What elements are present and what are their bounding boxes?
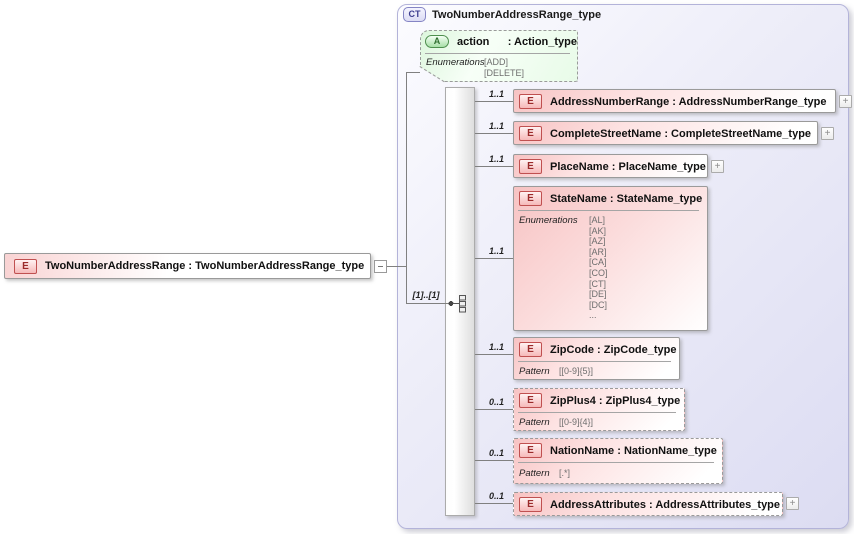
element-icon: E (519, 126, 542, 141)
facet-values: [AL][AK][AZ][AR][CA][CO][CT][DE][DC]... (589, 215, 608, 321)
cardinality-label: 0..1 (488, 397, 504, 407)
element-icon: E (519, 497, 542, 512)
element-label: AddressNumberRange : AddressNumberRange_… (550, 95, 827, 108)
element-completestreetname[interactable]: E CompleteStreetName : CompleteStreetName… (513, 121, 818, 145)
cardinality-label: 0..1 (488, 491, 504, 501)
element-label: ZipCode : ZipCode_type (550, 343, 677, 356)
facet-values: [ADD][DELETE] (484, 57, 525, 78)
element-icon: E (519, 94, 542, 109)
element-label: ZipPlus4 : ZipPlus4_type (550, 394, 681, 407)
element-label: PlaceName : PlaceName_type (550, 160, 706, 173)
divider (518, 462, 714, 463)
attribute-type: : Action_type (507, 35, 577, 48)
attribute-action[interactable]: A action : Action_type Enumerations [ADD… (420, 30, 578, 82)
divider (425, 53, 570, 54)
sequence-icon[interactable] (446, 294, 476, 313)
element-zipcode[interactable]: E ZipCode : ZipCode_type Pattern [[0-9]{5… (513, 337, 680, 380)
collapse-toggle-icon[interactable] (374, 260, 387, 273)
cardinality-label: 1..1 (488, 342, 504, 352)
element-icon: E (519, 191, 542, 206)
divider (518, 361, 671, 362)
expand-button[interactable]: + (839, 95, 852, 108)
root-element[interactable]: E TwoNumberAddressRange : TwoNumberAddre… (4, 253, 371, 279)
divider (518, 210, 699, 211)
cardinality-label: 1..1 (488, 154, 504, 164)
attribute-icon: A (425, 35, 449, 48)
facet-values: [.*] (559, 468, 571, 478)
complex-type-icon: CT (403, 7, 426, 22)
facet-label: Enumerations (519, 215, 578, 226)
element-addressattributes[interactable]: E AddressAttributes : AddressAttributes_t… (513, 492, 783, 516)
facet-values: [[0-9]{4}] (559, 417, 594, 427)
element-addressnumberrange[interactable]: E AddressNumberRange : AddressNumberRange… (513, 89, 836, 113)
cardinality-label: 1..1 (488, 121, 504, 131)
element-icon: E (519, 393, 542, 408)
element-statename[interactable]: E StateName : StateName_type Enumerations… (513, 186, 708, 331)
expand-button[interactable]: + (711, 160, 724, 173)
facet-values: [[0-9]{5}] (559, 366, 594, 376)
element-icon: E (519, 159, 542, 174)
element-placename[interactable]: E PlaceName : PlaceName_type (513, 154, 708, 178)
sequence-cardinality: [1]..[1] (412, 290, 440, 300)
cardinality-label: 1..1 (488, 246, 504, 256)
facet-label: Pattern (519, 468, 550, 479)
expand-button[interactable]: + (821, 127, 834, 140)
expand-button[interactable]: + (786, 497, 799, 510)
element-label: StateName : StateName_type (550, 192, 703, 205)
facet-label: Pattern (519, 417, 550, 428)
element-label: NationName : NationName_type (550, 444, 717, 457)
divider (518, 412, 676, 413)
facet-label: Pattern (519, 366, 550, 377)
element-icon: E (519, 342, 542, 357)
element-zipplus4[interactable]: E ZipPlus4 : ZipPlus4_type Pattern [[0-9]… (513, 388, 685, 431)
attribute-name: action (457, 35, 490, 48)
complex-type-title: TwoNumberAddressRange_type (432, 9, 602, 21)
root-element-label: TwoNumberAddressRange : TwoNumberAddress… (45, 260, 365, 272)
attribute-header: A action : Action_type (421, 31, 577, 52)
element-label: AddressAttributes : AddressAttributes_ty… (550, 498, 781, 511)
element-label: CompleteStreetName : CompleteStreetName_… (550, 127, 812, 140)
cardinality-label: 1..1 (488, 89, 504, 99)
element-icon: E (519, 443, 542, 458)
element-nationname[interactable]: E NationName : NationName_type Pattern [.… (513, 438, 723, 484)
facet-label: Enumerations (426, 57, 485, 68)
element-icon: E (14, 258, 37, 274)
cardinality-label: 0..1 (488, 448, 504, 458)
